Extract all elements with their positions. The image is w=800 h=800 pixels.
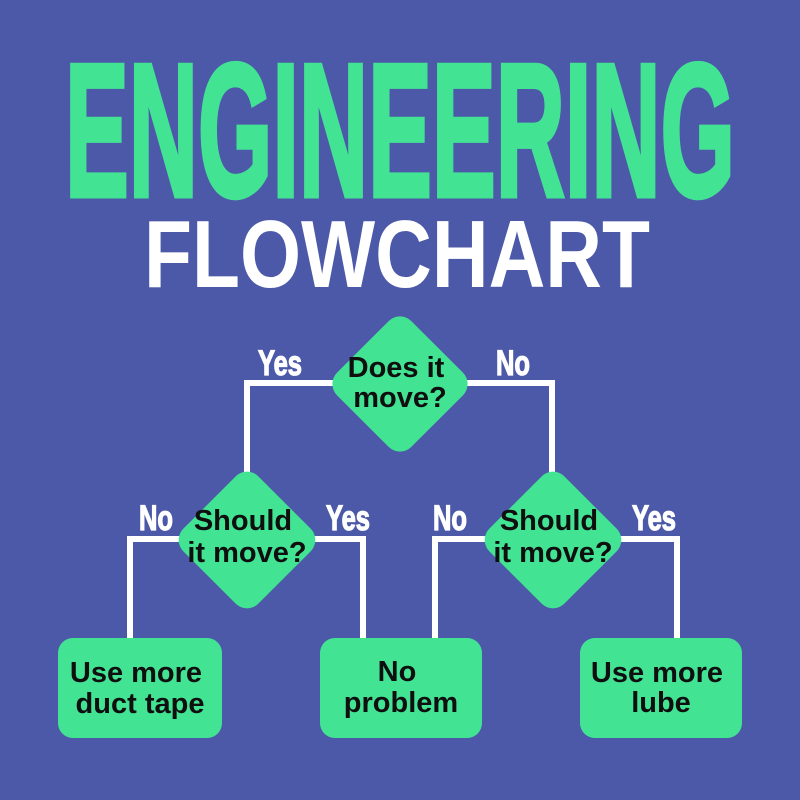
decision-should-it-move-left-shape: [178, 471, 316, 609]
branch-label-left-no: No: [139, 499, 173, 538]
terminal-duct-tape-line1: Use more: [70, 657, 202, 689]
terminal-duct-tape-line2: duct tape: [76, 688, 205, 720]
decision-does-it-move-shape: [332, 316, 468, 452]
terminal-lube-line2: lube: [631, 687, 691, 719]
branch-label-left-yes: Yes: [326, 499, 370, 538]
branch-labels: Yes No No Yes No Yes: [138, 343, 676, 538]
branch-label-top-no: No: [496, 344, 530, 383]
terminal-lube-line1: Use more: [591, 657, 723, 689]
decision-should-it-move-left-line1: Should: [194, 505, 292, 537]
page-subtitle: FLOWCHART: [144, 201, 650, 308]
decision-does-it-move-line2: move?: [353, 382, 446, 414]
decision-does-it-move-line1: Does it: [348, 352, 445, 384]
decision-nodes: [178, 316, 622, 609]
decision-should-it-move-right-label: Should it move?: [493, 505, 612, 569]
branch-label-top-yes: Yes: [258, 344, 302, 383]
decision-should-it-move-right-shape: [484, 471, 622, 609]
terminal-no-problem-shape: [320, 638, 482, 738]
decision-should-it-move-right-line2: it move?: [493, 537, 612, 569]
terminal-duct-tape-label: Use more duct tape: [70, 657, 210, 720]
decision-should-it-move-left-label: Should it move?: [187, 505, 306, 569]
decision-should-it-move-left-line2: it move?: [187, 537, 306, 569]
branch-label-right-yes: Yes: [632, 499, 676, 538]
page-title: ENGINEERING: [65, 25, 735, 237]
terminal-no-problem-line1: No: [378, 656, 417, 688]
terminal-lube-shape: [580, 638, 742, 738]
terminal-nodes: [58, 638, 742, 738]
terminal-no-problem-line2: problem: [344, 687, 458, 719]
branch-label-right-no: No: [433, 499, 467, 538]
terminal-lube-label: Use more lube: [591, 657, 731, 719]
decision-does-it-move-label: Does it move?: [348, 352, 453, 414]
terminal-duct-tape-shape: [58, 638, 222, 738]
terminal-no-problem-label: No problem: [344, 656, 458, 719]
decision-should-it-move-right-line1: Should: [500, 505, 598, 537]
